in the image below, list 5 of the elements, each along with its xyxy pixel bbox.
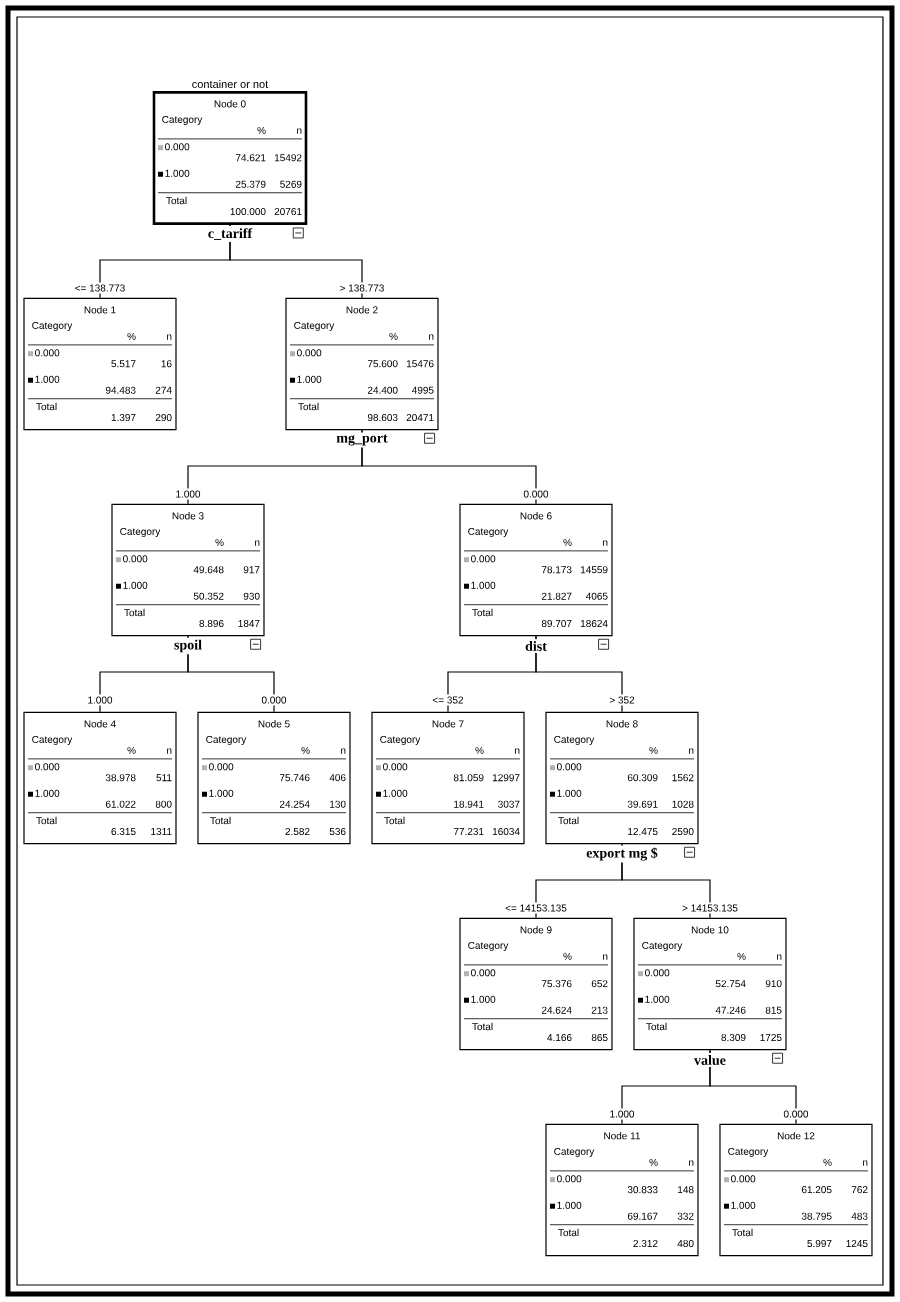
tree-branch-line	[229, 224, 363, 299]
tree-branch-line	[709, 1049, 797, 1125]
tree-branch-line	[535, 635, 623, 713]
tree-branch-line	[361, 429, 537, 505]
tree-branch-line	[187, 635, 275, 713]
